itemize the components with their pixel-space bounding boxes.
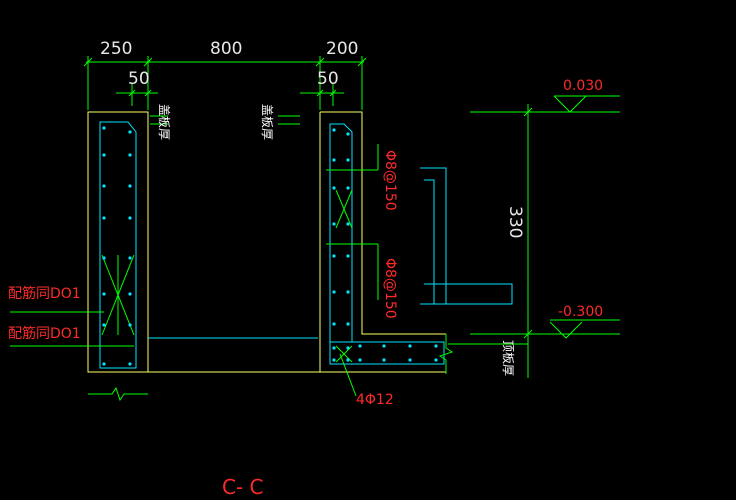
channel-floor bbox=[148, 112, 321, 373]
right-wall-rebar-dots bbox=[332, 128, 438, 362]
cover-left-note: 盖板厚 bbox=[157, 104, 171, 140]
right-leaders bbox=[326, 144, 379, 397]
slab-note: 顶板厚 bbox=[501, 340, 515, 376]
section-title: C- C bbox=[222, 475, 264, 499]
top-dimension-chain bbox=[83, 56, 367, 110]
lower-rebar-label: Φ8@150 bbox=[382, 258, 398, 319]
dim-right-offset: 50 bbox=[317, 69, 339, 89]
dim-gap: 800 bbox=[210, 39, 242, 59]
dim-left-wall: 250 bbox=[100, 39, 132, 59]
left-leaders bbox=[10, 311, 134, 347]
level-top: 0.030 bbox=[563, 78, 603, 94]
level-bottom: -0.300 bbox=[558, 304, 603, 320]
cover-left-group bbox=[150, 115, 168, 125]
level-marks bbox=[448, 95, 620, 378]
upper-rebar-label: Φ8@150 bbox=[382, 150, 398, 211]
dim-left-offset: 50 bbox=[128, 69, 150, 89]
right-wall bbox=[320, 111, 454, 374]
cover-right-group bbox=[278, 115, 300, 125]
cover-right-note: 盖板厚 bbox=[260, 104, 274, 140]
slab-edge-detail bbox=[420, 167, 513, 305]
corner-rebar-label: 4Φ12 bbox=[356, 392, 394, 408]
left-upper-note: 配筋同DO1 bbox=[8, 285, 81, 302]
dim-right-wall: 200 bbox=[326, 39, 358, 59]
left-wall bbox=[87, 111, 318, 402]
dim-height: 330 bbox=[505, 206, 525, 238]
left-lower-note: 配筋同DO1 bbox=[8, 325, 81, 342]
left-wall-rebar-dots bbox=[102, 126, 132, 366]
